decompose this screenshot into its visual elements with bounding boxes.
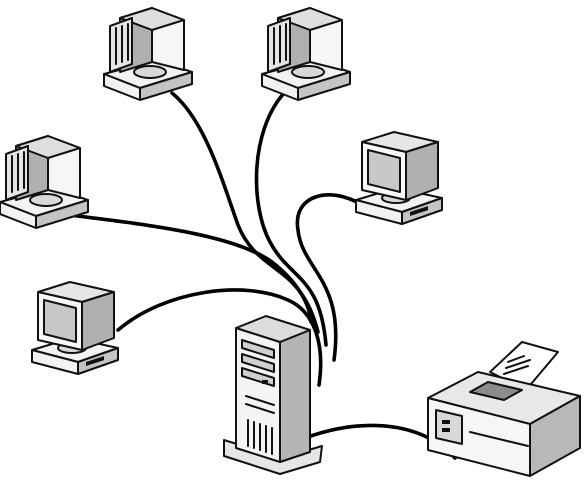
workstation-pc-3: [0, 135, 89, 229]
workstation-pc-2: [261, 7, 351, 101]
vent-slots: [247, 419, 273, 455]
cables: [68, 90, 457, 460]
cable-pc-top-right: [254, 90, 328, 347]
crt-monitor-icon: [103, 7, 193, 101]
printer-icon: [427, 341, 581, 477]
workstation-pc-4: [355, 131, 443, 225]
cable-pc-left-bottom: [116, 288, 323, 387]
crt-monitor-icon: [261, 7, 351, 101]
tower-server-icon: [223, 315, 323, 475]
power-led: [262, 380, 268, 384]
cable-pc-right-mid: [295, 193, 364, 362]
cable-pc-top-left: [170, 91, 320, 334]
workstation-pc-1: [103, 7, 193, 101]
crt-monitor-icon: [0, 135, 89, 229]
crt-monitor-icon: [31, 281, 119, 375]
workstation-pc-5: [31, 281, 119, 375]
crt-monitor-icon: [355, 131, 443, 225]
